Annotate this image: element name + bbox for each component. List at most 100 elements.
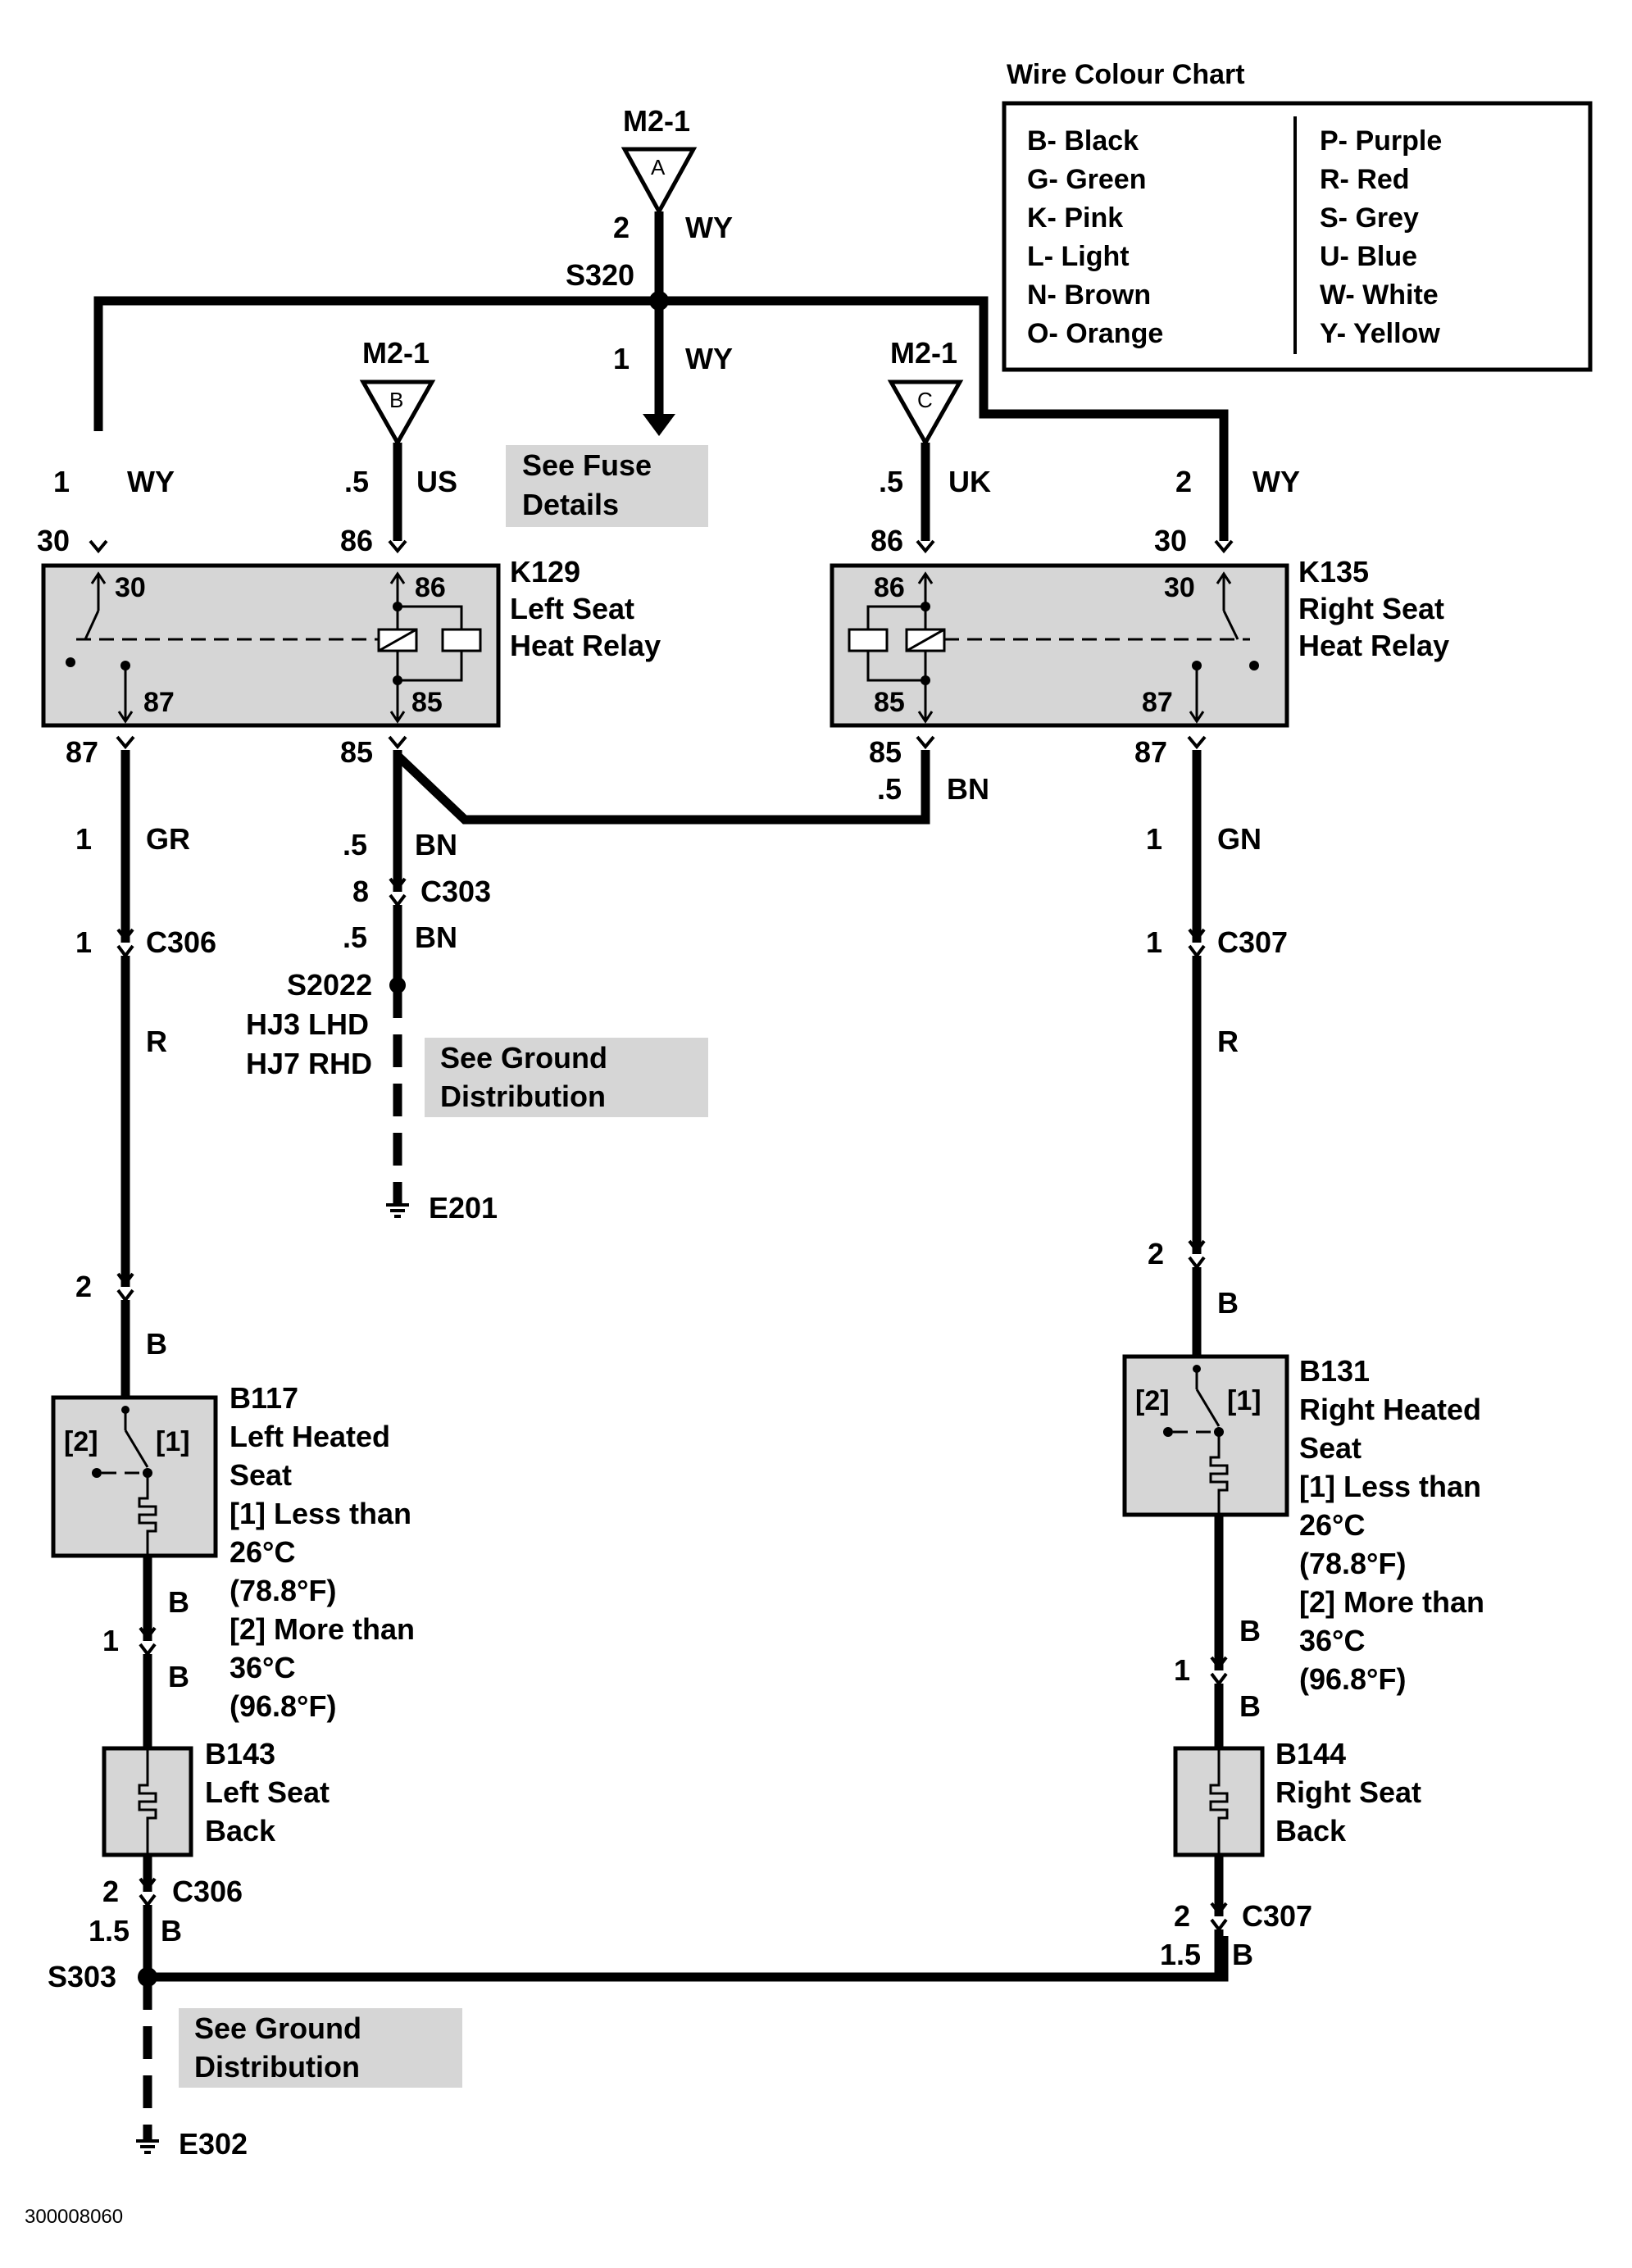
label-relays-k135-pin85: 85 <box>874 687 905 718</box>
seat-b131: [2] [1] <box>1122 1354 1289 1517</box>
label-wires-k129-85-size: .5 <box>343 828 367 861</box>
label-seats-b117-lines-3: 26°C <box>230 1535 295 1569</box>
label-wires-right-b1: B <box>1217 1286 1239 1320</box>
seat-b117-id: B117 <box>230 1381 298 1415</box>
wire-colour-chart: Wire Colour Chart B- Black G- Green K- P… <box>1002 59 1593 372</box>
label-seats-b131-lines-5: [2] More than <box>1299 1585 1484 1619</box>
label-seats-b131-lines-7: (96.8°F) <box>1299 1662 1406 1696</box>
label-seats-b144-lines-0: Right Seat <box>1275 1775 1421 1809</box>
label-pins-k129-30: 30 <box>37 524 70 557</box>
label-seats-b131-lines-6: 36°C <box>1299 1624 1365 1657</box>
label-splices-s303: S303 <box>48 1960 116 1993</box>
label-wires-left-r: R <box>146 1025 167 1058</box>
label-seats-b143-lines-1: Back <box>205 1814 276 1848</box>
label-wires-k135-30-size: 2 <box>1175 465 1192 498</box>
label-wires-k129-87-color: GR <box>146 822 190 856</box>
label-splices-s2022: S2022 <box>287 968 372 1002</box>
colour-p: P- Purple <box>1320 125 1442 157</box>
relay-k129: 30 86 87 85 <box>41 539 501 748</box>
label-pins-k135-87: 87 <box>1134 735 1167 769</box>
label-wires-left-b2: B <box>168 1585 189 1619</box>
label-wires-left-gnd-size: 1.5 <box>89 1914 130 1948</box>
chart-title: Wire Colour Chart <box>1007 59 1245 90</box>
label-wires-c303-after-color: BN <box>415 920 457 954</box>
label-pins-k135-30: 30 <box>1154 524 1187 557</box>
label-inline-connectors-c306-top-id: C306 <box>146 925 216 959</box>
label-seats-b131-lines-3: 26°C <box>1299 1508 1365 1542</box>
label-wires-c303-after-size: .5 <box>343 920 367 954</box>
label-wires-right-b3: B <box>1239 1689 1261 1723</box>
label-wires-k135-30-color: WY <box>1252 465 1300 498</box>
colour-w: W- White <box>1320 280 1439 311</box>
label-inline-connectors-c303-id: C303 <box>421 875 491 908</box>
wire-bottom-bus <box>148 1936 1229 1982</box>
seat-b131-id: B131 <box>1299 1354 1370 1388</box>
label-seats-b117-lines-6: 36°C <box>230 1651 295 1684</box>
ground-e201-icon <box>384 1203 411 1218</box>
label-inline-connectors-c306-bot-pin: 2 <box>102 1875 119 1908</box>
label-connectors-m2-1-c-pin: C <box>917 388 933 412</box>
label-inline-connectors-left-back-1-pin: 1 <box>102 1624 119 1657</box>
colour-s: S- Grey <box>1320 202 1419 234</box>
colour-k: K- Pink <box>1027 202 1123 234</box>
label-wires-right-r: R <box>1217 1025 1239 1058</box>
label-relays-k135-pin87: 87 <box>1142 687 1173 718</box>
label-connectors-m2-1-c-id: M2-1 <box>890 336 957 370</box>
seat-b144 <box>1173 1746 1265 1857</box>
ground-e302-icon <box>134 2139 161 2154</box>
label-ground-paths-hj3: HJ3 LHD <box>246 1007 369 1041</box>
label-seats-b117-lines-2: [1] Less than <box>230 1497 411 1530</box>
label-connectors-m2-1-a-id: M2-1 <box>623 104 690 138</box>
label-seats-b131-lines-1: Seat <box>1299 1431 1362 1465</box>
label-pins-k129-87: 87 <box>66 735 98 769</box>
colour-y: Y- Yellow <box>1320 318 1440 349</box>
label-pins-k129-85: 85 <box>340 735 373 769</box>
label-relays-k129-pin30: 30 <box>115 572 146 603</box>
label-connectors-m2-1-b-pin: B <box>389 388 403 412</box>
colour-g: G- Green <box>1027 164 1146 195</box>
splice-s320-label: S320 <box>566 258 634 292</box>
seat-b143 <box>102 1746 193 1857</box>
label-notes-ground2-1: See Ground <box>194 2011 361 2045</box>
label-wires-k129-85-color: BN <box>415 828 457 861</box>
label-seats-b117-lines-1: Seat <box>230 1458 292 1492</box>
label-seats-b143-lines-0: Left Seat <box>205 1775 330 1809</box>
label-wires-k129-30-size: 1 <box>53 465 70 498</box>
label-wires-left-b3: B <box>168 1660 189 1693</box>
label-wires-right-gnd-color: B <box>1232 1938 1253 1971</box>
label-wires-k129-30-color: WY <box>127 465 175 498</box>
label-wires-right-b2: B <box>1239 1614 1261 1648</box>
colour-o: O- Orange <box>1027 318 1163 349</box>
colour-n: N- Brown <box>1027 280 1151 311</box>
seat-b143-id: B143 <box>205 1737 275 1770</box>
label-inline-connectors-c307-bot-id: C307 <box>1242 1899 1312 1933</box>
label-ground-paths-hj7: HJ7 RHD <box>246 1047 372 1080</box>
label-seats-b131-lines-2: [1] Less than <box>1299 1470 1481 1503</box>
ground-e302-label: E302 <box>179 2127 248 2161</box>
label-pins-k129-86: 86 <box>340 524 373 557</box>
label-notes-ground1-1: See Ground <box>440 1041 607 1075</box>
note-fuse-bg <box>506 445 708 527</box>
label-seats-b131-sw1: [1] <box>1227 1385 1262 1416</box>
label-inline-connectors-c307-top-id: C307 <box>1217 925 1288 959</box>
label-inline-connectors-c307-top-pin: 1 <box>1146 925 1162 959</box>
label-wires-k129-86-color: US <box>416 465 457 498</box>
label-wires-k135-86-color: UK <box>948 465 991 498</box>
label-wires-k129-86-size: .5 <box>344 465 369 498</box>
note-fuse-line1: See Fuse <box>522 448 652 482</box>
connector-m2-1-b: M2-1 B <box>359 336 436 448</box>
label-seats-b117-lines-4: (78.8°F) <box>230 1574 336 1607</box>
label-seats-b117-sw1: [1] <box>156 1426 190 1457</box>
label-inline-connectors-right-back-1-pin: 1 <box>1174 1653 1190 1687</box>
label-wires-right-gnd-size: 1.5 <box>1160 1938 1201 1971</box>
label-notes-ground2-2: Distribution <box>194 2050 360 2084</box>
relay-k135-name2: Heat Relay <box>1298 629 1449 662</box>
label-wires-k135-87-color: GN <box>1217 822 1262 856</box>
connector-m2-1-a: M2-1 A <box>621 104 698 216</box>
connector-m2-1-c: M2-1 C <box>887 336 964 448</box>
label-seats-b131-lines-0: Right Heated <box>1299 1393 1481 1426</box>
label-seats-b117-lines-0: Left Heated <box>230 1420 390 1453</box>
label-seats-b131-sw2: [2] <box>1135 1385 1170 1416</box>
wire-top-bus <box>93 296 1229 541</box>
